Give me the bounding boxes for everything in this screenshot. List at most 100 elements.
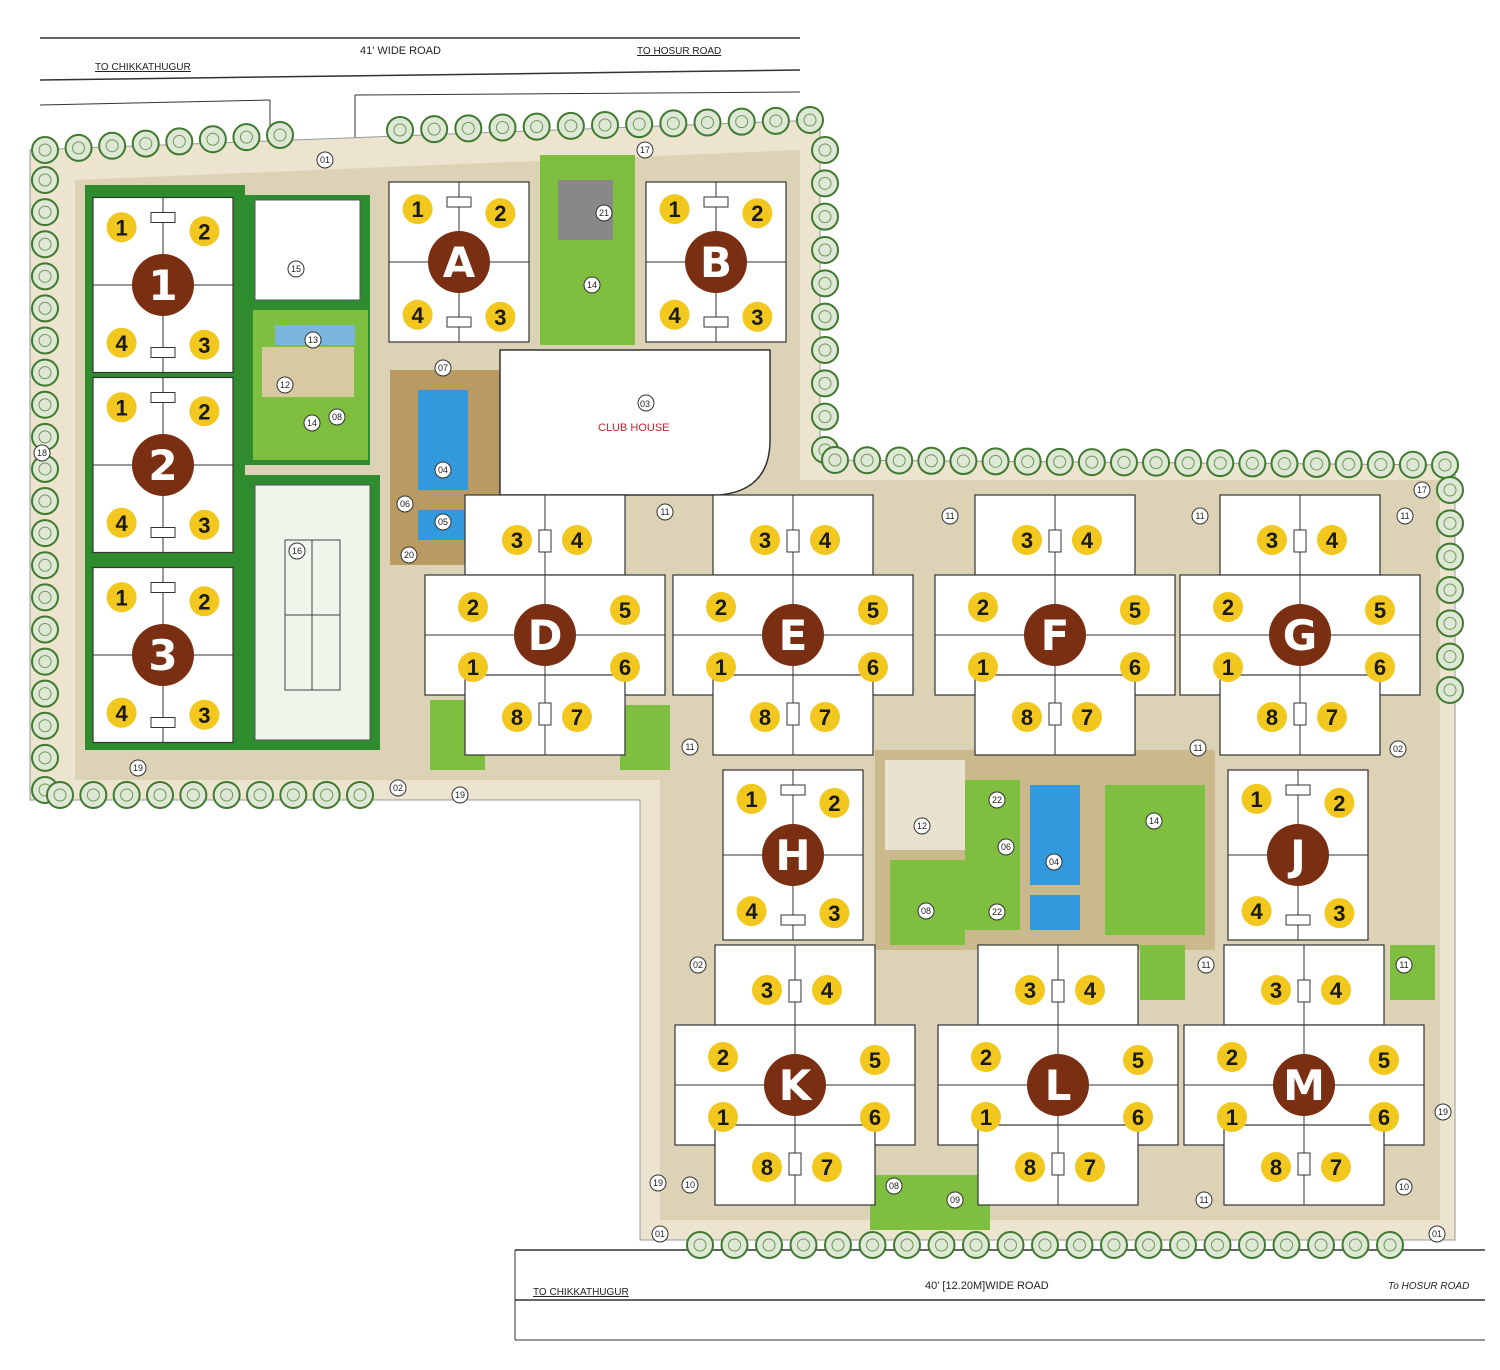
svg-text:11: 11	[1201, 960, 1210, 970]
amenity-marker: 11	[681, 738, 699, 756]
tree	[279, 781, 308, 809]
svg-text:19: 19	[133, 763, 143, 773]
unit-1: 1	[115, 585, 127, 610]
unit-3: 3	[1333, 901, 1345, 926]
amenity-marker: 19	[129, 759, 147, 777]
tree	[1302, 449, 1331, 478]
amenity-marker: 11	[1395, 956, 1413, 974]
tree	[1366, 450, 1395, 479]
tree	[31, 136, 59, 164]
tree	[420, 115, 449, 144]
unit-6: 6	[619, 655, 631, 680]
unit-4: 4	[115, 701, 128, 726]
tree	[949, 447, 978, 476]
tree	[1134, 1231, 1163, 1259]
svg-text:08: 08	[332, 412, 342, 422]
unit-8: 8	[761, 1155, 773, 1180]
tree	[312, 781, 341, 809]
unit-4: 4	[571, 528, 584, 553]
amenity-marker: 02	[389, 779, 407, 797]
tree-border	[31, 106, 1464, 1259]
tree	[31, 711, 59, 740]
svg-text:21: 21	[599, 208, 609, 218]
tree	[1238, 1231, 1266, 1259]
tree	[212, 781, 241, 809]
amenity-marker: 08	[917, 902, 935, 920]
amenity-marker: 22	[988, 791, 1006, 809]
tree	[346, 781, 374, 809]
tree	[1436, 476, 1464, 504]
tree	[591, 111, 619, 139]
tree	[1436, 676, 1464, 704]
unit-3: 3	[1266, 528, 1278, 553]
tree	[31, 198, 59, 227]
unit-3: 3	[761, 978, 773, 1003]
svg-text:04: 04	[438, 465, 448, 475]
unit-3: 3	[198, 513, 210, 538]
tree	[1169, 1231, 1197, 1259]
unit-8: 8	[1024, 1155, 1036, 1180]
amenity-marker: 16	[288, 542, 306, 560]
tree	[1109, 448, 1138, 477]
unit-5: 5	[867, 598, 879, 623]
unit-6: 6	[1132, 1105, 1144, 1130]
tree	[1203, 1231, 1232, 1259]
tree	[1436, 542, 1464, 571]
tree	[31, 615, 59, 644]
bottom-road-label: 40' [12.20M]WIDE ROAD	[925, 1280, 1049, 1292]
tree	[796, 106, 824, 134]
tree	[1272, 1231, 1301, 1259]
tree	[198, 125, 227, 154]
tree	[1238, 449, 1267, 478]
amenity-marker: 19	[1434, 1103, 1452, 1121]
amenity-marker: 15	[287, 260, 305, 278]
amenity-marker: 21	[595, 204, 613, 222]
tree	[46, 781, 74, 809]
amenity-marker: 11	[1191, 507, 1209, 525]
unit-7: 7	[1084, 1155, 1096, 1180]
amenity-marker: 19	[451, 786, 469, 804]
svg-text:22: 22	[992, 907, 1002, 917]
svg-text:11: 11	[1399, 960, 1408, 970]
svg-text:19: 19	[455, 790, 465, 800]
tree	[1376, 1231, 1404, 1259]
tree	[31, 166, 59, 194]
top-road: 41' WIDE ROAD TO CHIKKATHUGUR TO HOSUR R…	[39, 37, 801, 140]
tree	[31, 647, 59, 676]
unit-1: 1	[980, 1105, 992, 1130]
tree	[811, 269, 839, 298]
unit-4: 4	[745, 899, 758, 924]
unit-1: 1	[115, 395, 127, 420]
tree	[1436, 609, 1464, 638]
unit-8: 8	[759, 705, 771, 730]
block-label-m: M	[1283, 1061, 1325, 1110]
tree	[1307, 1231, 1335, 1259]
unit-2: 2	[980, 1045, 992, 1070]
unit-6: 6	[867, 655, 879, 680]
svg-text:15: 15	[291, 264, 301, 274]
svg-text:14: 14	[587, 280, 597, 290]
tree	[727, 107, 756, 136]
amenity-marker: 11	[1396, 507, 1414, 525]
amenity-marker: 01	[316, 151, 334, 169]
amenity-marker: 12	[276, 376, 294, 394]
amenity-marker: 02	[689, 956, 707, 974]
tree	[917, 446, 946, 475]
tree	[659, 109, 688, 138]
block-label-h: H	[775, 831, 810, 880]
unit-1: 1	[411, 197, 423, 222]
tree	[1206, 449, 1235, 478]
block-label-f: F	[1041, 611, 1070, 660]
tree	[789, 1231, 818, 1259]
svg-text:07: 07	[438, 363, 448, 373]
amenity-marker: 05	[434, 513, 452, 531]
tree	[761, 106, 790, 135]
unit-6: 6	[1129, 655, 1141, 680]
svg-text:11: 11	[1400, 511, 1409, 521]
svg-text:11: 11	[660, 507, 669, 517]
tree	[1334, 450, 1363, 479]
